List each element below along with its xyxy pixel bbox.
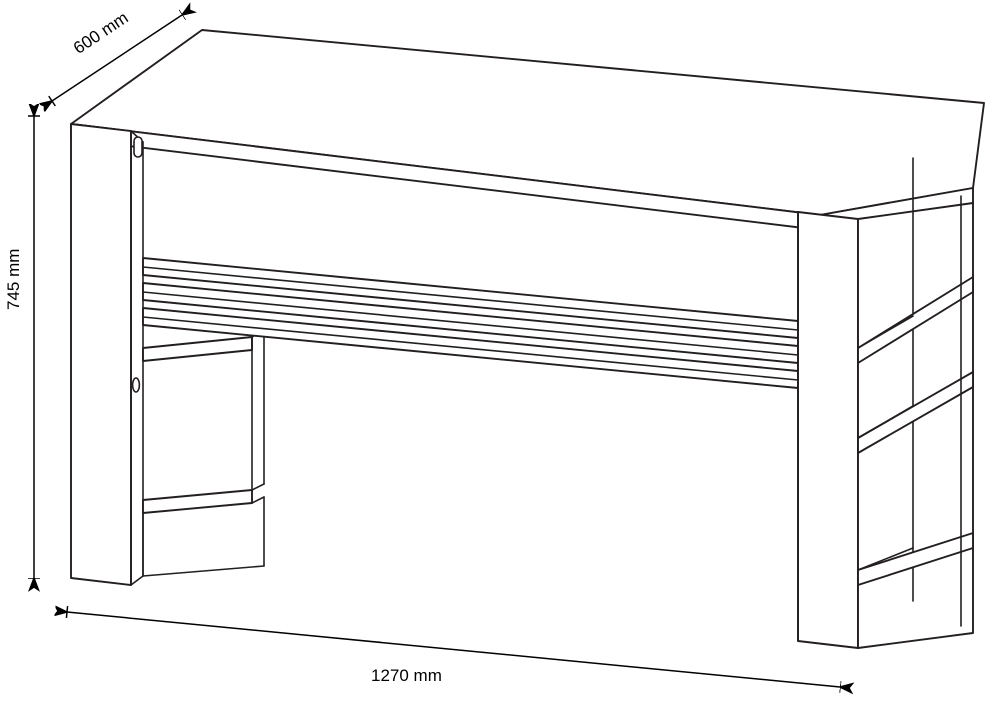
dimension-depth-line: [52, 15, 182, 101]
right-shelf-upper: [857, 276, 974, 364]
right-panel-front-face: [797, 211, 859, 649]
right-compartment-floor-back: [857, 547, 914, 571]
back-slat-3-inner: [142, 316, 799, 381]
right-panel-side-face: [857, 202, 974, 649]
right-compartment-floor: [857, 532, 974, 586]
left-panel-inner-face-bottom: [130, 575, 144, 586]
left-cubby-floor-line: [142, 565, 265, 577]
back-slat-2-inner: [142, 291, 799, 356]
cable-grommet-upper-icon: [133, 136, 143, 158]
left-cubby-bottom-shelf: [142, 489, 253, 514]
right-shelf-lower-back: [857, 405, 914, 439]
dimension-depth: [52, 15, 182, 101]
desk-geometry: [70, 29, 985, 649]
dimension-width-line: [67, 612, 840, 687]
back-slat-1-inner: [142, 266, 799, 331]
left-cubby-divider-cap-bottom: [251, 483, 265, 491]
dimension-label-height: 745 mm: [4, 248, 23, 310]
left-cubby-shelf-top: [142, 336, 253, 362]
right-shelf-upper-back: [857, 315, 914, 349]
dimension-width: [67, 612, 840, 687]
right-shelf-lower: [857, 371, 974, 454]
cable-grommet-lower-icon: [131, 377, 141, 393]
left-cubby-bottom-right-face: [251, 496, 265, 504]
dimension-label-width: 1270 mm: [371, 666, 442, 685]
left-panel-front-face: [70, 123, 132, 586]
